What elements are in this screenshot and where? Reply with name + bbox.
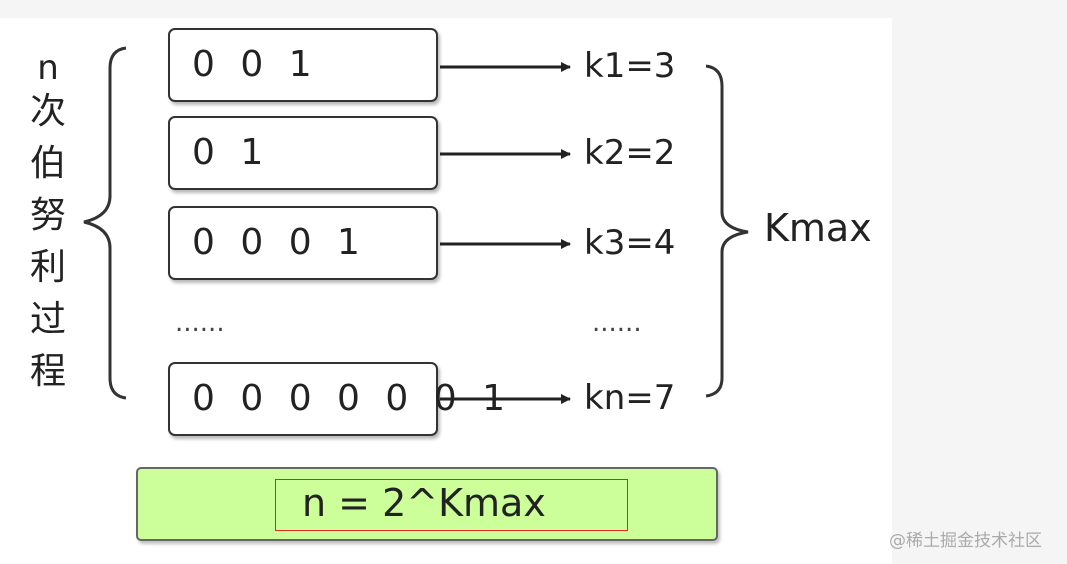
kmax-label: Kmax [764, 206, 872, 250]
sequence-text: 0 0 0 1 [192, 222, 367, 263]
sequence-text: 0 1 [192, 132, 271, 173]
left-brace [83, 46, 127, 400]
side-label-char: 利 [29, 247, 66, 288]
k-label: k3=4 [584, 223, 676, 263]
k-label: kn=7 [584, 378, 676, 418]
formula-text: n = 2^Kmax [302, 481, 546, 525]
right-brace [705, 64, 749, 398]
formula-highlight: n = 2^Kmax [275, 479, 628, 531]
sequence-text: 0 0 0 0 0 0 1 [192, 378, 512, 419]
side-label-n: n [37, 48, 59, 88]
sequence-box: 0 0 0 0 0 0 1 [168, 362, 505, 436]
side-label-char: 程 [29, 351, 66, 392]
ellipsis-right: ...... [592, 308, 642, 338]
k-label: k1=3 [584, 46, 676, 86]
sequence-text: 0 0 1 [192, 44, 319, 85]
sequence-box: 0 0 1 [168, 28, 438, 102]
side-label-char: 伯 [29, 143, 66, 184]
bernoulli-process-label: n 次 伯 努 利 过 程 [20, 50, 76, 398]
ellipsis-left: ...... [175, 308, 225, 338]
side-label-char: 过 [29, 299, 66, 340]
sequence-box: 0 0 0 1 [168, 206, 438, 280]
k-label: k2=2 [584, 133, 676, 173]
sequence-box: 0 1 [168, 116, 438, 190]
side-label-char: 努 [29, 195, 66, 236]
watermark: @稀土掘金技术社区 [889, 531, 1042, 551]
side-label-char: 次 [29, 91, 66, 132]
